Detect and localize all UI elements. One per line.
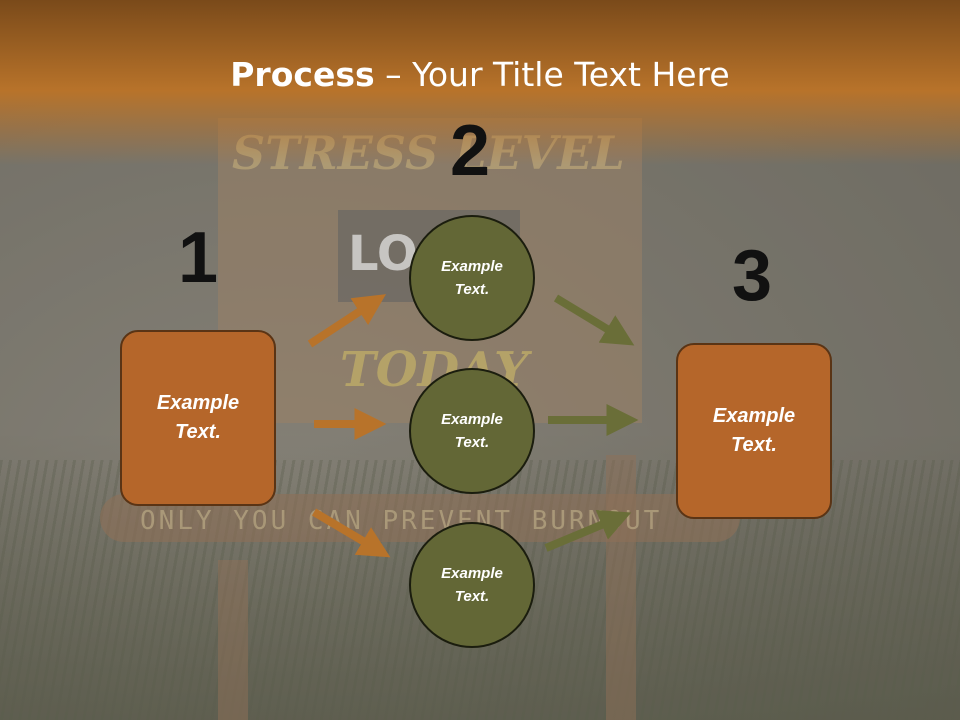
arrow-1-to-top: [307, 294, 387, 348]
step-1-box[interactable]: Example Text.: [120, 330, 276, 506]
arrow-top-to-3: [553, 294, 635, 346]
title-rest: – Your Title Text Here: [374, 55, 730, 94]
step-2-circle-bottom[interactable]: Example Text.: [409, 522, 535, 648]
background-sign-line-2: LO: [348, 226, 418, 282]
background-plank-text: ONLY YOU CAN PREVENT BURNOUT: [140, 506, 663, 536]
step-number-2: 2: [450, 111, 491, 191]
step-number-3: 3: [732, 236, 773, 316]
arrow-1-to-bottom: [311, 508, 391, 558]
step-2-circle-middle[interactable]: Example Text.: [409, 368, 535, 494]
title-bold: Process: [230, 55, 375, 94]
step-2-circle-top[interactable]: Example Text.: [409, 215, 535, 341]
background-post-left: [218, 560, 248, 720]
title-bar: [0, 0, 960, 165]
arrow-bottom-to-3: [544, 510, 632, 552]
slide-title: Process – Your Title Text Here: [0, 55, 960, 94]
step-3-box[interactable]: Example Text.: [676, 343, 832, 519]
step-number-1: 1: [178, 218, 219, 298]
